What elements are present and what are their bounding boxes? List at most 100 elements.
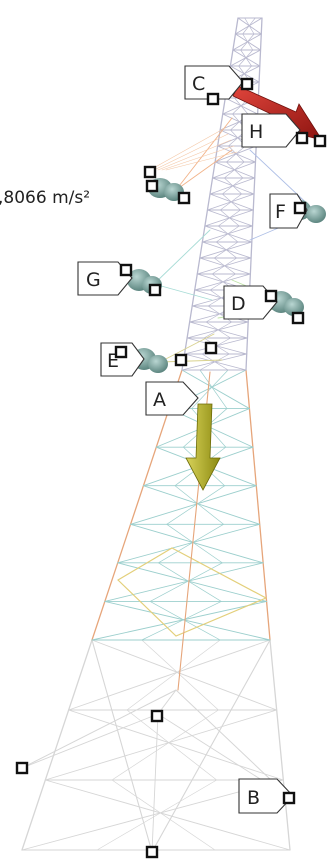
node-markers bbox=[15, 77, 327, 859]
conductor-line bbox=[159, 333, 215, 363]
mid-brace bbox=[158, 562, 222, 602]
tower-lower-lattice bbox=[21, 639, 291, 853]
upper-brace bbox=[213, 241, 239, 259]
lower-brace bbox=[111, 709, 219, 781]
node-marker bbox=[15, 761, 29, 775]
upper-brace bbox=[219, 193, 243, 211]
upper-brace bbox=[209, 273, 236, 291]
conductor-line bbox=[153, 133, 229, 171]
upper-brace bbox=[215, 225, 240, 243]
upper-brace bbox=[242, 17, 256, 35]
lower-leg bbox=[269, 639, 291, 851]
load-tag-c[interactable]: C bbox=[184, 65, 244, 100]
lower-brace bbox=[44, 709, 278, 781]
mid-brace bbox=[91, 600, 268, 641]
load-tag-g-label: G bbox=[86, 269, 101, 291]
lower-brace bbox=[96, 779, 218, 851]
mid-brace bbox=[142, 485, 261, 525]
lower-leg bbox=[91, 639, 153, 853]
mid-brace bbox=[117, 562, 268, 602]
conductor-line bbox=[161, 145, 235, 171]
conductor-line bbox=[159, 359, 223, 363]
tower-mid-lattice bbox=[91, 369, 271, 691]
node-marker bbox=[204, 341, 218, 355]
node-marker bbox=[240, 77, 254, 91]
upper-brace bbox=[224, 161, 245, 179]
load-tag-a[interactable]: A bbox=[145, 381, 199, 416]
node-marker bbox=[143, 165, 157, 179]
node-marker bbox=[174, 353, 188, 367]
upper-brace bbox=[238, 49, 254, 67]
mid-brace bbox=[166, 485, 226, 525]
belt-member bbox=[117, 547, 173, 581]
lower-brace bbox=[68, 709, 284, 781]
load-tag-h[interactable]: H bbox=[241, 113, 301, 148]
load-tag-b-label: B bbox=[247, 787, 260, 809]
lower-brace bbox=[21, 713, 159, 769]
belt-member bbox=[171, 547, 267, 599]
lower-brace bbox=[91, 639, 278, 711]
node-marker bbox=[145, 179, 159, 193]
mid-brace bbox=[104, 562, 264, 602]
mid-brace bbox=[117, 523, 261, 564]
upper-brace bbox=[240, 33, 255, 51]
lower-brace bbox=[126, 639, 221, 711]
lower-leg bbox=[21, 639, 93, 851]
lower-brace bbox=[111, 779, 216, 851]
load-tag-d-label: D bbox=[231, 293, 246, 315]
node-marker bbox=[291, 311, 305, 325]
load-tag-b[interactable]: B bbox=[238, 778, 294, 814]
conductor-line bbox=[149, 127, 226, 171]
node-marker bbox=[295, 131, 309, 145]
conductor-line bbox=[153, 229, 211, 285]
node-marker bbox=[148, 283, 162, 297]
mid-brace bbox=[149, 562, 223, 602]
yellow-force-arrow bbox=[185, 403, 221, 491]
mid-brace bbox=[174, 485, 224, 525]
upper-brace bbox=[221, 177, 244, 195]
conductor-line bbox=[165, 151, 238, 171]
conductor-line bbox=[175, 117, 233, 191]
mid-brace bbox=[199, 369, 228, 409]
node-marker bbox=[313, 134, 327, 148]
gravity-label: ,8066 m/s² bbox=[0, 188, 90, 208]
mid-brace bbox=[141, 601, 222, 641]
mid-brace bbox=[191, 369, 229, 409]
lower-brace bbox=[141, 639, 219, 711]
belt-member bbox=[175, 597, 267, 637]
load-tag-d[interactable]: D bbox=[223, 285, 278, 320]
load-tag-f-label: F bbox=[275, 201, 286, 223]
lower-brace bbox=[151, 713, 159, 853]
upper-brace bbox=[226, 145, 246, 163]
lower-brace bbox=[68, 639, 271, 711]
lower-brace bbox=[44, 779, 291, 851]
mid-leg bbox=[245, 369, 271, 641]
node-marker bbox=[177, 191, 191, 205]
mid-brace bbox=[130, 485, 257, 525]
node-marker bbox=[114, 345, 128, 359]
mid-brace bbox=[104, 600, 271, 641]
node-marker bbox=[145, 845, 159, 859]
load-tag-g[interactable]: G bbox=[77, 261, 133, 296]
conductor-line bbox=[157, 139, 232, 171]
node-marker bbox=[282, 791, 296, 805]
load-tag-c-label: C bbox=[192, 73, 205, 95]
node-marker bbox=[206, 92, 220, 106]
load-tag-a-label: A bbox=[153, 389, 166, 411]
mid-brace bbox=[166, 523, 223, 564]
lower-brace bbox=[21, 689, 177, 769]
lower-brace bbox=[126, 709, 218, 781]
node-marker bbox=[293, 201, 307, 215]
node-marker bbox=[264, 289, 278, 303]
mid-brace bbox=[130, 523, 264, 564]
upper-brace bbox=[199, 353, 230, 371]
lower-leg bbox=[151, 639, 271, 853]
node-marker bbox=[119, 263, 133, 277]
mid-brace bbox=[158, 523, 224, 564]
node-marker bbox=[150, 709, 164, 723]
belt-member bbox=[117, 579, 177, 637]
upper-brace bbox=[203, 321, 233, 339]
upper-brace bbox=[217, 209, 241, 227]
conductor-line bbox=[153, 283, 213, 301]
